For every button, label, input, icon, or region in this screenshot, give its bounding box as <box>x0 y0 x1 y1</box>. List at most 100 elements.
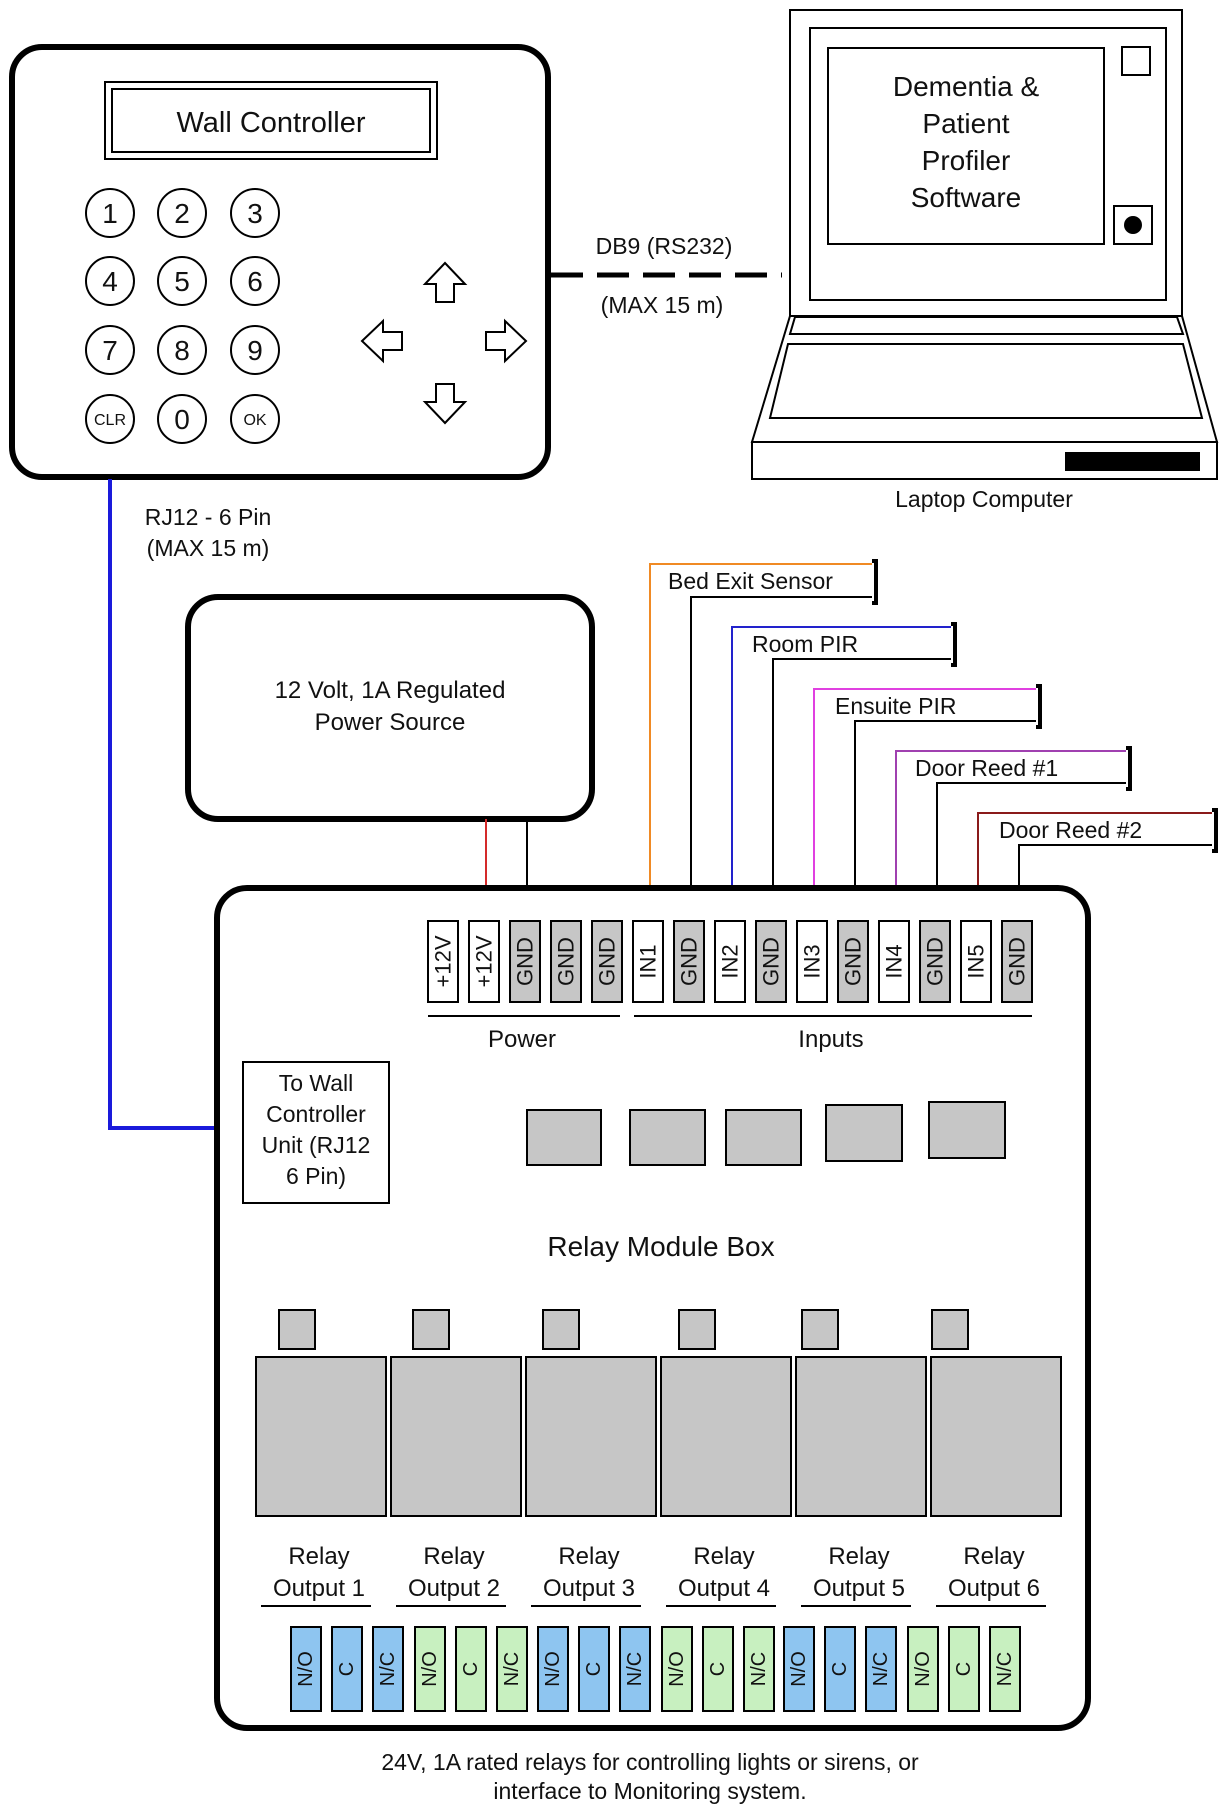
relay-3 <box>525 1356 657 1517</box>
wall-controller-title: Wall Controller <box>176 107 365 139</box>
laptop-corner-button-icon <box>1121 46 1151 76</box>
relay-contact-label: C <box>953 1662 975 1676</box>
keypad-key-9[interactable] <box>230 325 280 375</box>
relay-contact-label: C <box>583 1662 605 1676</box>
db9-distance-label: (MAX 15 m) <box>601 292 724 318</box>
keypad-key-5[interactable] <box>157 256 207 306</box>
terminal-in2 <box>714 920 746 1003</box>
terminal-gnd <box>550 920 582 1003</box>
relay-output-label-line-1: Relay <box>288 1543 349 1570</box>
keypad-key-2[interactable] <box>157 188 207 238</box>
wall-port-line-4: 6 Pin) <box>286 1163 346 1189</box>
sensor-2-bracket <box>951 622 957 667</box>
in1-gnd-wire <box>690 596 872 921</box>
in2-wire <box>731 626 951 921</box>
relay-box-body <box>214 885 1091 1731</box>
laptop: Dementia & Patient Profiler Software Lap… <box>750 9 1219 512</box>
wall-port-line-2: Controller <box>266 1101 366 1127</box>
terminal-gnd <box>755 920 787 1003</box>
relay-output-label-line-1: Relay <box>693 1543 754 1570</box>
power-source-line-1: 12 Volt, 1A Regulated <box>275 677 506 704</box>
relay-indicator-1 <box>278 1309 316 1350</box>
terminal-gnd <box>673 920 705 1003</box>
relay-5-contact-no <box>783 1626 815 1712</box>
relay-4 <box>660 1356 792 1517</box>
relay-3-contact-no <box>537 1626 569 1712</box>
keypad-key-4[interactable] <box>85 256 135 306</box>
terminal-label: GND <box>923 937 948 986</box>
relay-contact-label: N/O <box>542 1651 564 1687</box>
relay-contact-label: N/O <box>912 1651 934 1687</box>
relay-5-contact-c <box>824 1626 856 1712</box>
keypad-key-1[interactable] <box>85 188 135 238</box>
relay-2-contact-no <box>414 1626 446 1712</box>
sensor-label-door-reed-1: Door Reed #1 <box>915 755 1058 781</box>
terminal-gnd <box>837 920 869 1003</box>
terminal-in3 <box>796 920 828 1003</box>
relay-6-contact-c <box>948 1626 980 1712</box>
relay-6-contact-nc <box>989 1626 1021 1712</box>
power-source-box <box>185 594 595 822</box>
terminal-label: IN1 <box>636 944 661 978</box>
db9-label: DB9 (RS232) <box>596 233 733 259</box>
rj12-cable <box>108 479 243 1130</box>
terminal-label: GND <box>513 937 538 986</box>
input-module-5 <box>928 1101 1006 1159</box>
in3-gnd-wire <box>854 720 1036 921</box>
input-module-1 <box>526 1109 602 1166</box>
relay-contact-label: C <box>336 1662 358 1676</box>
laptop-keyboard-strip <box>788 316 1185 335</box>
arrow-right-icon[interactable] <box>485 318 528 364</box>
input-modules <box>526 1101 1006 1166</box>
relay-output-label-line-2: Output 3 <box>543 1575 635 1602</box>
keypad-key-ok[interactable] <box>230 394 280 444</box>
in3-wire <box>813 688 1036 921</box>
relay-indicator-4 <box>678 1309 716 1350</box>
relay-indicator-3 <box>542 1309 580 1350</box>
laptop-power-button-icon[interactable] <box>1124 216 1142 234</box>
terminal-label: GND <box>759 937 784 986</box>
arrow-pad <box>360 261 528 425</box>
keypad-key-7[interactable] <box>85 325 135 375</box>
rj12-label: RJ12 - 6 Pin <box>145 504 272 530</box>
keypad-key-8[interactable] <box>157 325 207 375</box>
relay-contact-label: N/C <box>870 1652 892 1686</box>
wall-controller-port <box>242 1061 390 1204</box>
relay-contact-label: N/C <box>624 1652 646 1686</box>
terminal-label: IN3 <box>800 944 825 978</box>
relay-6-contact-no <box>907 1626 939 1712</box>
relay-contact-label: N/C <box>377 1652 399 1686</box>
relay-4-contact-c <box>702 1626 734 1712</box>
keypad-key-0[interactable] <box>157 394 207 444</box>
keypad-key-label: 7 <box>102 335 118 366</box>
arrow-down-icon[interactable] <box>422 383 468 425</box>
relay-output-label-line-2: Output 2 <box>408 1575 500 1602</box>
relay-contact-label: C <box>460 1662 482 1676</box>
sensor-label-bed-exit: Bed Exit Sensor <box>668 568 833 594</box>
arrow-left-icon[interactable] <box>360 318 403 364</box>
keypad-key-6[interactable] <box>230 256 280 306</box>
keypad-key-3[interactable] <box>230 188 280 238</box>
terminal-label: IN2 <box>718 944 743 978</box>
keypad-key-clr[interactable] <box>85 394 135 444</box>
sensor-label-ensuite-pir: Ensuite PIR <box>835 693 956 719</box>
relay-box-title: Relay Module Box <box>547 1231 774 1262</box>
power-source: 12 Volt, 1A Regulated Power Source <box>185 594 595 822</box>
terminal-in5 <box>960 920 992 1003</box>
laptop-screen <box>827 47 1105 245</box>
sensor-5-bracket <box>1212 808 1218 853</box>
relay-output-label-line-1: Relay <box>423 1543 484 1570</box>
terminal-in4 <box>878 920 910 1003</box>
in1-wire <box>649 563 872 921</box>
in2-gnd-wire <box>772 658 951 921</box>
arrow-up-icon[interactable] <box>422 261 468 303</box>
relay-2-contact-nc <box>496 1626 528 1712</box>
terminal-label: GND <box>677 937 702 986</box>
rj12-distance-label: (MAX 15 m) <box>147 535 270 561</box>
footer-line-2: interface to Monitoring system. <box>493 1778 806 1804</box>
input-module-4 <box>825 1104 903 1162</box>
terminal-label: IN5 <box>964 944 989 978</box>
relay-output-label-line-1: Relay <box>963 1543 1024 1570</box>
keypad-key-label: 9 <box>247 335 263 366</box>
